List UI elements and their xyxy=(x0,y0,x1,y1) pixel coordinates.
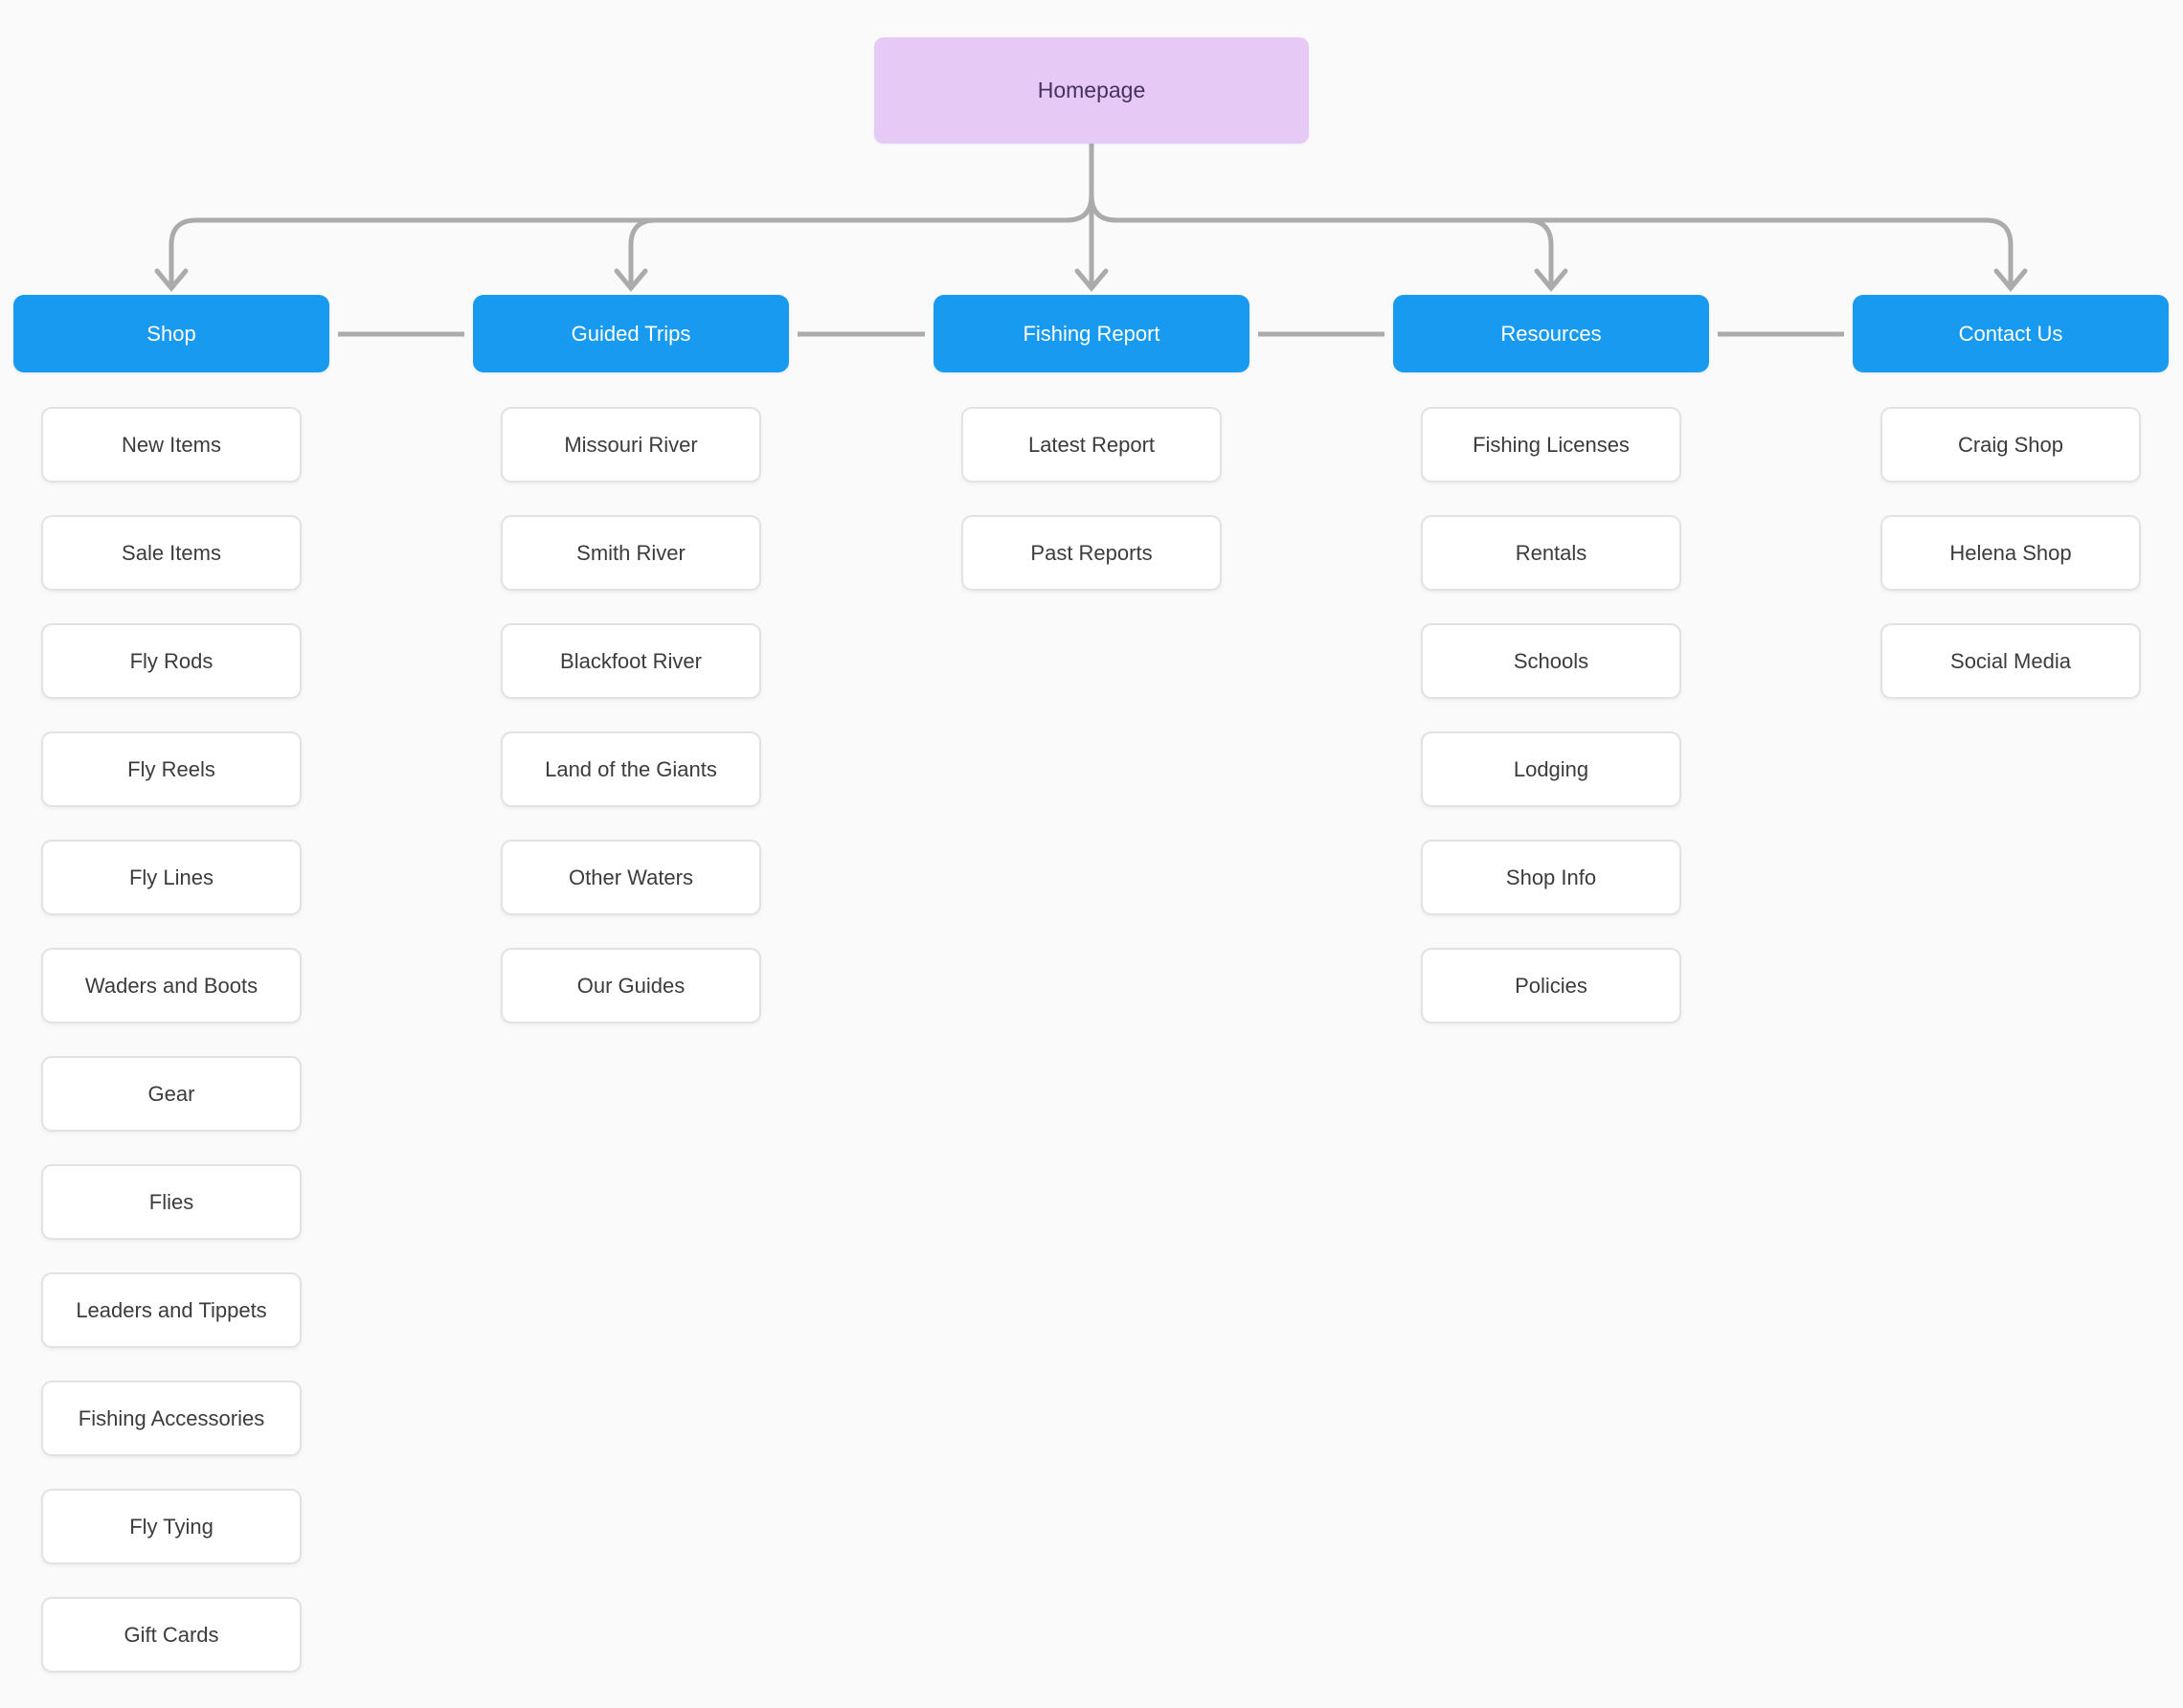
node-latest-report[interactable]: Latest Report xyxy=(961,407,1222,483)
node-label: Waders and Boots xyxy=(84,973,259,998)
section-shop-label: Shop xyxy=(146,321,196,346)
node-label: Flies xyxy=(148,1189,194,1214)
edge-homepage-guided-trips xyxy=(628,141,1094,286)
node-blackfoot-river[interactable]: Blackfoot River xyxy=(501,623,761,699)
node-label: Fishing Licenses xyxy=(1473,432,1630,457)
section-fishing-report-label: Fishing Report xyxy=(1023,321,1160,346)
node-schools[interactable]: Schools xyxy=(1421,623,1681,699)
node-rentals[interactable]: Rentals xyxy=(1421,515,1681,591)
node-flies[interactable]: Flies xyxy=(41,1164,302,1240)
edge-homepage-resources xyxy=(1089,141,1554,286)
node-label: Helena Shop xyxy=(1949,540,2072,565)
arrowhead-resources xyxy=(1534,268,1568,292)
node-policies[interactable]: Policies xyxy=(1421,948,1681,1023)
edge-homepage-shop xyxy=(169,141,1094,286)
node-gift-cards[interactable]: Gift Cards xyxy=(41,1597,302,1673)
node-label: Gift Cards xyxy=(124,1622,219,1647)
node-missouri-river[interactable]: Missouri River xyxy=(501,407,761,483)
node-label: Blackfoot River xyxy=(560,648,702,673)
node-label: Missouri River xyxy=(564,432,698,457)
column-contact-us: Craig Shop Helena Shop Social Media xyxy=(1880,407,2141,699)
node-other-waters[interactable]: Other Waters xyxy=(501,840,761,915)
edge-homepage-contact-us xyxy=(1089,141,2014,286)
arrowhead-shop xyxy=(154,268,189,292)
arrowhead-guided-trips xyxy=(614,268,648,292)
node-our-guides[interactable]: Our Guides xyxy=(501,948,761,1023)
section-guided-trips-label: Guided Trips xyxy=(571,321,691,346)
node-sale-items[interactable]: Sale Items xyxy=(41,515,302,591)
node-label: New Items xyxy=(122,432,221,457)
node-gear[interactable]: Gear xyxy=(41,1056,302,1132)
node-land-of-the-giants[interactable]: Land of the Giants xyxy=(501,731,761,807)
node-label: Craig Shop xyxy=(1957,432,2064,457)
node-helena-shop[interactable]: Helena Shop xyxy=(1880,515,2141,591)
node-fly-reels[interactable]: Fly Reels xyxy=(41,731,302,807)
node-label: Schools xyxy=(1513,648,1589,673)
node-label: Land of the Giants xyxy=(545,756,717,781)
node-leaders-and-tippets[interactable]: Leaders and Tippets xyxy=(41,1272,302,1348)
node-label: Fly Rods xyxy=(129,648,214,673)
node-fishing-accessories[interactable]: Fishing Accessories xyxy=(41,1381,302,1456)
node-label: Other Waters xyxy=(569,865,693,889)
node-fishing-licenses[interactable]: Fishing Licenses xyxy=(1421,407,1681,483)
node-craig-shop[interactable]: Craig Shop xyxy=(1880,407,2141,483)
node-fly-rods[interactable]: Fly Rods xyxy=(41,623,302,699)
node-fly-lines[interactable]: Fly Lines xyxy=(41,840,302,915)
section-contact-us[interactable]: Contact Us xyxy=(1853,295,2169,372)
section-fishing-report[interactable]: Fishing Report xyxy=(934,295,1249,372)
node-label: Policies xyxy=(1515,973,1587,998)
node-label: Past Reports xyxy=(1030,540,1153,565)
node-label: Leaders and Tippets xyxy=(76,1297,267,1322)
node-lodging[interactable]: Lodging xyxy=(1421,731,1681,807)
section-resources[interactable]: Resources xyxy=(1393,295,1709,372)
node-label: Gear xyxy=(147,1081,195,1106)
node-social-media[interactable]: Social Media xyxy=(1880,623,2141,699)
node-new-items[interactable]: New Items xyxy=(41,407,302,483)
column-shop: New Items Sale Items Fly Rods Fly Reels … xyxy=(41,407,302,1673)
node-waders-and-boots[interactable]: Waders and Boots xyxy=(41,948,302,1023)
node-label: Fly Lines xyxy=(128,865,214,889)
arrowhead-fishing-report xyxy=(1074,268,1109,292)
node-label: Rentals xyxy=(1515,540,1587,565)
node-label: Fly Tying xyxy=(129,1514,214,1539)
node-label: Shop Info xyxy=(1505,865,1597,889)
node-label: Fishing Accessories xyxy=(78,1405,265,1430)
node-label: Our Guides xyxy=(576,973,686,998)
arrowhead-contact-us xyxy=(1993,268,2028,292)
node-shop-info[interactable]: Shop Info xyxy=(1421,840,1681,915)
node-label: Latest Report xyxy=(1027,432,1156,457)
section-shop[interactable]: Shop xyxy=(13,295,329,372)
node-label: Smith River xyxy=(576,540,686,565)
node-label: Social Media xyxy=(1950,648,2071,673)
node-smith-river[interactable]: Smith River xyxy=(501,515,761,591)
node-label: Lodging xyxy=(1513,756,1589,781)
node-label: Fly Reels xyxy=(127,756,215,781)
section-guided-trips[interactable]: Guided Trips xyxy=(473,295,789,372)
section-contact-us-label: Contact Us xyxy=(1958,321,2063,346)
node-homepage-label: Homepage xyxy=(1037,78,1146,102)
column-guided-trips: Missouri River Smith River Blackfoot Riv… xyxy=(501,407,761,1023)
node-past-reports[interactable]: Past Reports xyxy=(961,515,1222,591)
node-fly-tying[interactable]: Fly Tying xyxy=(41,1489,302,1564)
section-resources-label: Resources xyxy=(1500,321,1602,346)
column-resources: Fishing Licenses Rentals Schools Lodging… xyxy=(1421,407,1681,1023)
column-fishing-report: Latest Report Past Reports xyxy=(961,407,1222,591)
node-homepage[interactable]: Homepage xyxy=(874,37,1309,144)
node-label: Sale Items xyxy=(122,540,221,565)
